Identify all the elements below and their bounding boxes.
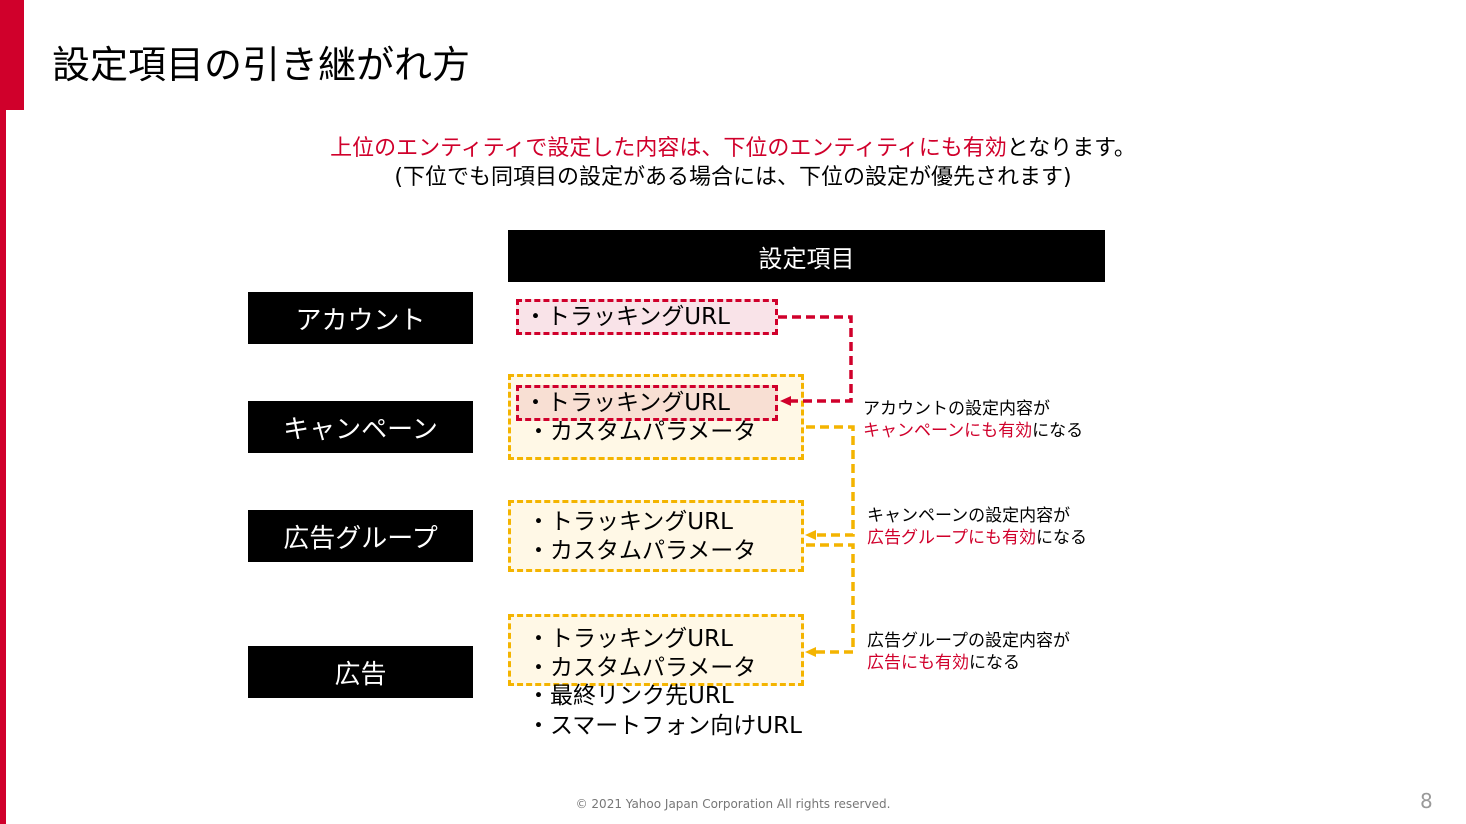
connector-adgroup-ad bbox=[806, 543, 855, 654]
arrow-head-icon bbox=[805, 530, 816, 540]
page-number: 8 bbox=[1420, 789, 1433, 813]
accent-bar bbox=[0, 0, 24, 110]
note-red: 広告グループにも有効 bbox=[867, 528, 1036, 548]
connector-campaign-adgroup bbox=[806, 425, 855, 537]
note-tail: になる bbox=[1032, 421, 1084, 441]
account-settings-box: ・トラッキングURL bbox=[516, 299, 778, 335]
note-line1: 広告グループの設定内容が bbox=[867, 631, 1070, 651]
level-adgroup: 広告グループ bbox=[248, 510, 473, 562]
inherited-tracking-box: ・トラッキングURL bbox=[516, 385, 778, 421]
level-campaign: キャンペーン bbox=[248, 401, 473, 453]
item-tracking-url: ・トラッキングURL bbox=[524, 390, 730, 416]
note-tail: になる bbox=[1035, 528, 1087, 548]
connector-account-campaign bbox=[778, 315, 853, 403]
level-account: アカウント bbox=[248, 292, 473, 344]
subtitle-line2: (下位でも同項目の設定がある場合には、下位の設定が優先されます) bbox=[394, 165, 1072, 190]
note-campaign: アカウントの設定内容が キャンペーンにも有効になる bbox=[863, 398, 1083, 442]
note-line2: 広告グループにも有効になる bbox=[867, 527, 1087, 549]
item-custom-param: ・カスタムパラメータ bbox=[527, 538, 757, 564]
note-ad: 広告グループの設定内容が 広告にも有効になる bbox=[867, 630, 1070, 674]
subtitle-line1: 上位のエンティティで設定した内容は、下位のエンティティにも有効となります。 bbox=[0, 130, 1466, 162]
copyright: © 2021 Yahoo Japan Corporation All right… bbox=[575, 797, 891, 811]
settings-header: 設定項目 bbox=[508, 230, 1105, 282]
item-tracking-url: ・トラッキングURL bbox=[527, 626, 733, 652]
note-line2: 広告にも有効になる bbox=[867, 652, 1070, 674]
note-adgroup: キャンペーンの設定内容が 広告グループにも有効になる bbox=[867, 505, 1087, 549]
accent-bar-thin bbox=[0, 0, 6, 824]
note-line2: キャンペーンにも有効になる bbox=[863, 420, 1083, 442]
subtitle-red: 上位のエンティティで設定した内容は、下位のエンティティにも有効 bbox=[330, 136, 1007, 161]
item-tracking-url: ・トラッキングURL bbox=[527, 509, 733, 535]
arrow-head-icon bbox=[805, 647, 816, 657]
note-tail: になる bbox=[969, 653, 1020, 673]
note-line1: アカウントの設定内容が bbox=[863, 399, 1050, 419]
subtitle-black: となります。 bbox=[1006, 136, 1136, 161]
adgroup-settings-box: ・トラッキングURL ・カスタムパラメータ bbox=[508, 500, 804, 572]
arrow-head-icon bbox=[780, 396, 791, 406]
note-red: 広告にも有効 bbox=[867, 653, 969, 673]
item-final-url: ・最終リンク先URL bbox=[527, 683, 734, 709]
item-custom-param: ・カスタムパラメータ bbox=[527, 419, 757, 445]
page-title: 設定項目の引き継がれ方 bbox=[52, 43, 471, 87]
ad-settings-box: ・トラッキングURL ・カスタムパラメータ bbox=[508, 614, 804, 686]
item-tracking-url: ・トラッキングURL bbox=[524, 304, 730, 330]
item-custom-param: ・カスタムパラメータ bbox=[527, 655, 757, 681]
note-line1: キャンペーンの設定内容が bbox=[867, 506, 1071, 526]
note-red: キャンペーンにも有効 bbox=[863, 421, 1033, 441]
item-smartphone-url: ・スマートフォン向けURL bbox=[527, 713, 802, 739]
level-ad: 広告 bbox=[248, 646, 473, 698]
